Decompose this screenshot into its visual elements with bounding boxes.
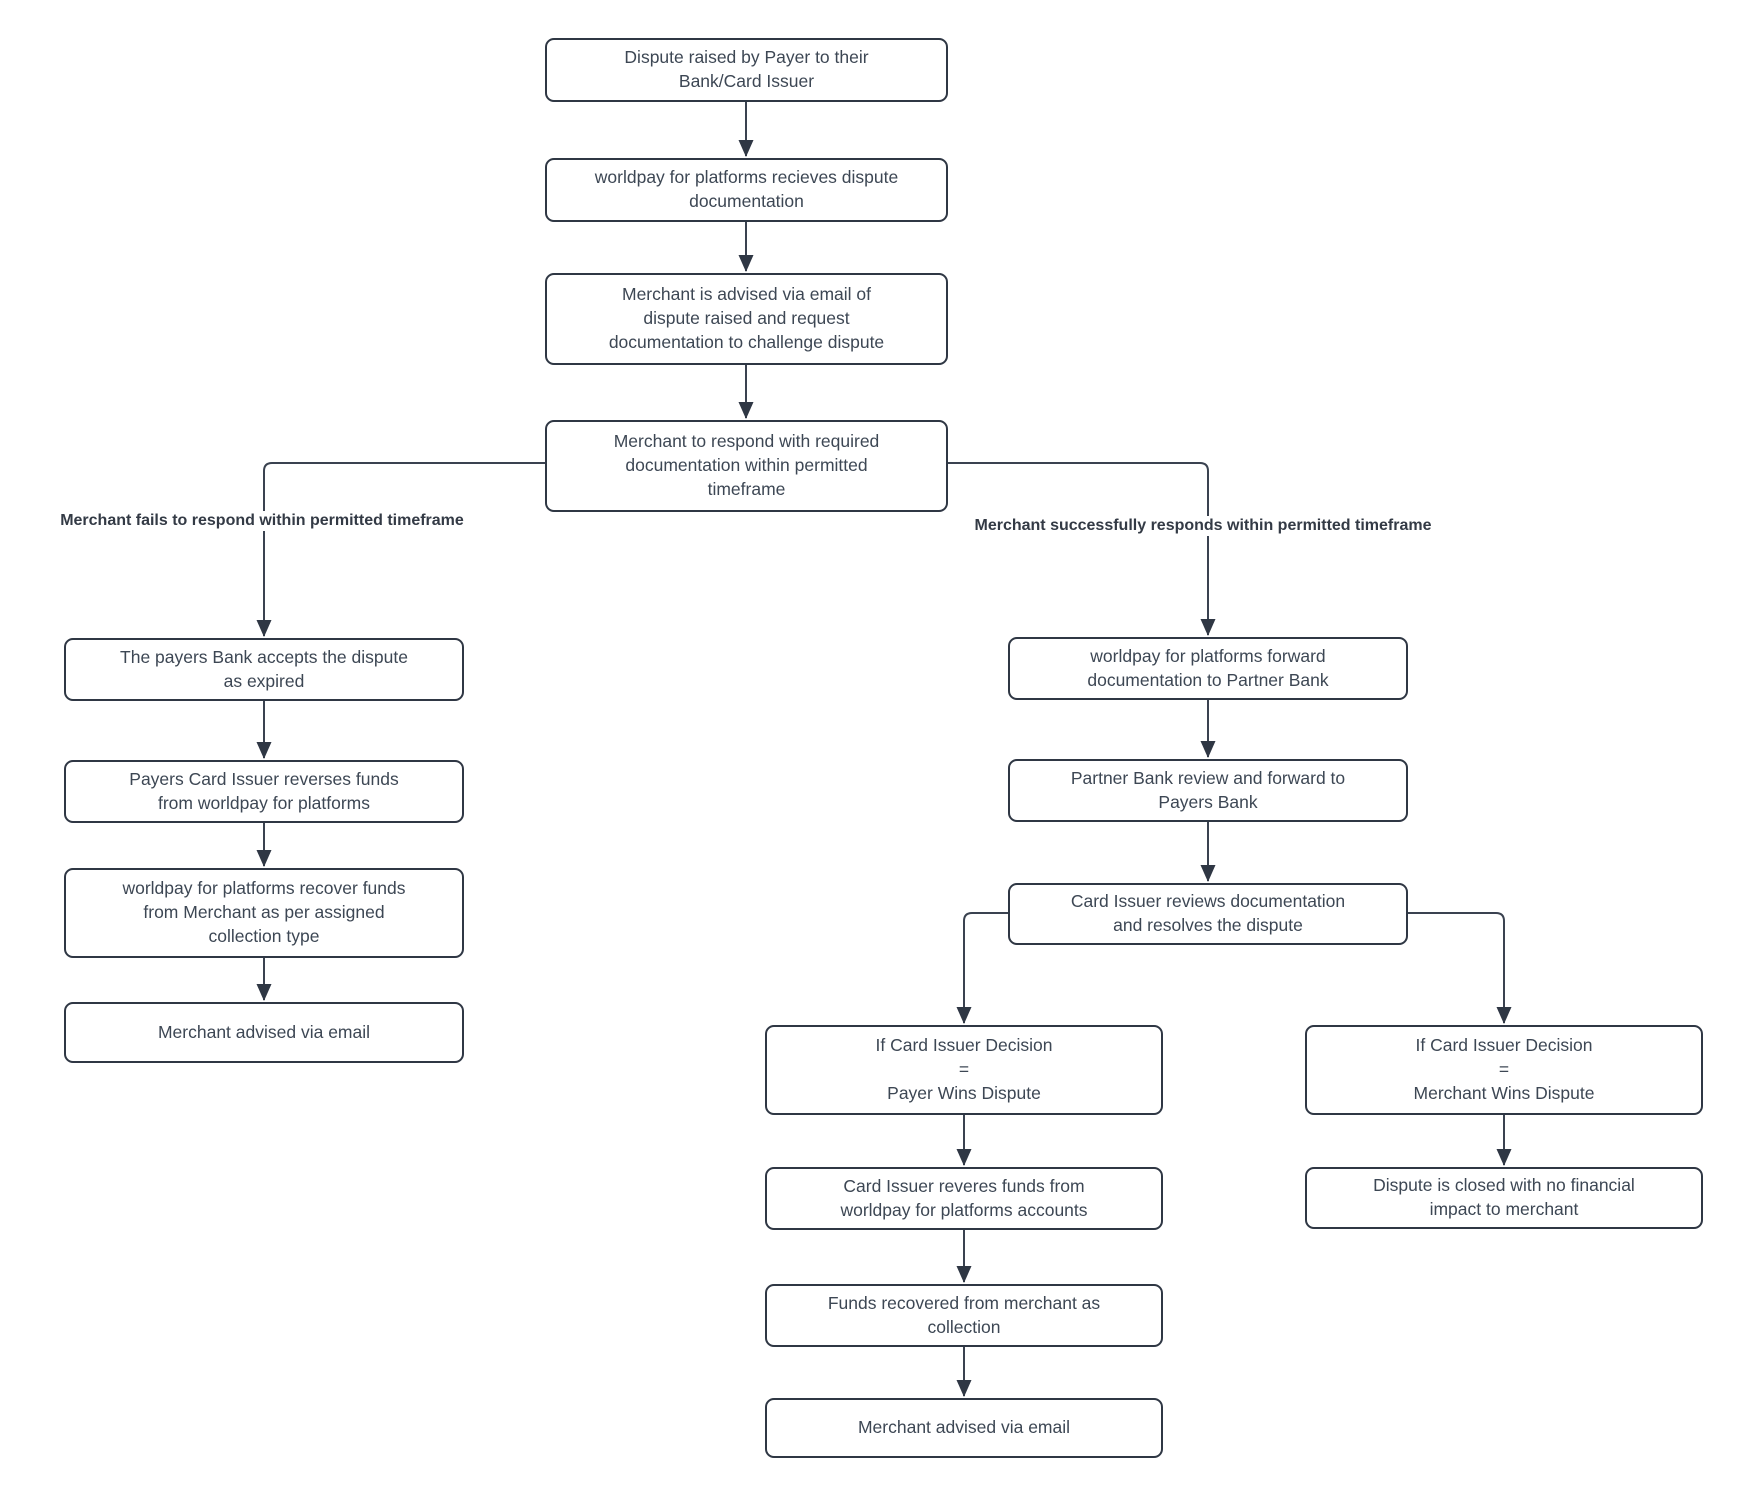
edge-respond-to-success-branch (948, 462, 1216, 636)
edge-reviews-to-merchant-wins (1408, 912, 1512, 1024)
node-card-issuer-reviews: Card Issuer reviews documentation and re… (1008, 883, 1408, 945)
node-partner-bank-review: Partner Bank review and forward to Payer… (1008, 759, 1408, 822)
node-decision-merchant-wins: If Card Issuer Decision = Merchant Wins … (1305, 1025, 1703, 1115)
node-card-issuer-reverses-funds: Payers Card Issuer reverses funds from w… (64, 760, 464, 823)
node-merchant-advised-via-email-left: Merchant advised via email (64, 1002, 464, 1063)
node-wfp-receives-documentation: worldpay for platforms recieves dispute … (545, 158, 948, 222)
branch-label-merchant-fails: Merchant fails to respond within permitt… (57, 511, 467, 531)
node-funds-recovered-collection: Funds recovered from merchant as collect… (765, 1284, 1163, 1347)
node-decision-payer-wins: If Card Issuer Decision = Payer Wins Dis… (765, 1025, 1163, 1115)
node-dispute-raised: Dispute raised by Payer to their Bank/Ca… (545, 38, 948, 102)
node-merchant-advised-via-email-bottom: Merchant advised via email (765, 1398, 1163, 1458)
node-merchant-to-respond: Merchant to respond with required docume… (545, 420, 948, 512)
node-dispute-closed-no-impact: Dispute is closed with no financial impa… (1305, 1167, 1703, 1229)
node-card-issuer-reveres-funds: Card Issuer reveres funds from worldpay … (765, 1167, 1163, 1230)
node-merchant-advised-of-dispute: Merchant is advised via email of dispute… (545, 273, 948, 365)
node-wfp-forward-documentation: worldpay for platforms forward documenta… (1008, 637, 1408, 700)
branch-label-merchant-succeeds: Merchant successfully responds within pe… (971, 516, 1435, 536)
node-payers-bank-accepts-expired: The payers Bank accepts the dispute as e… (64, 638, 464, 701)
node-wfp-recover-funds: worldpay for platforms recover funds fro… (64, 868, 464, 958)
edge-reviews-to-payer-wins (956, 912, 1008, 1024)
edge-respond-to-fail-branch (256, 462, 545, 637)
